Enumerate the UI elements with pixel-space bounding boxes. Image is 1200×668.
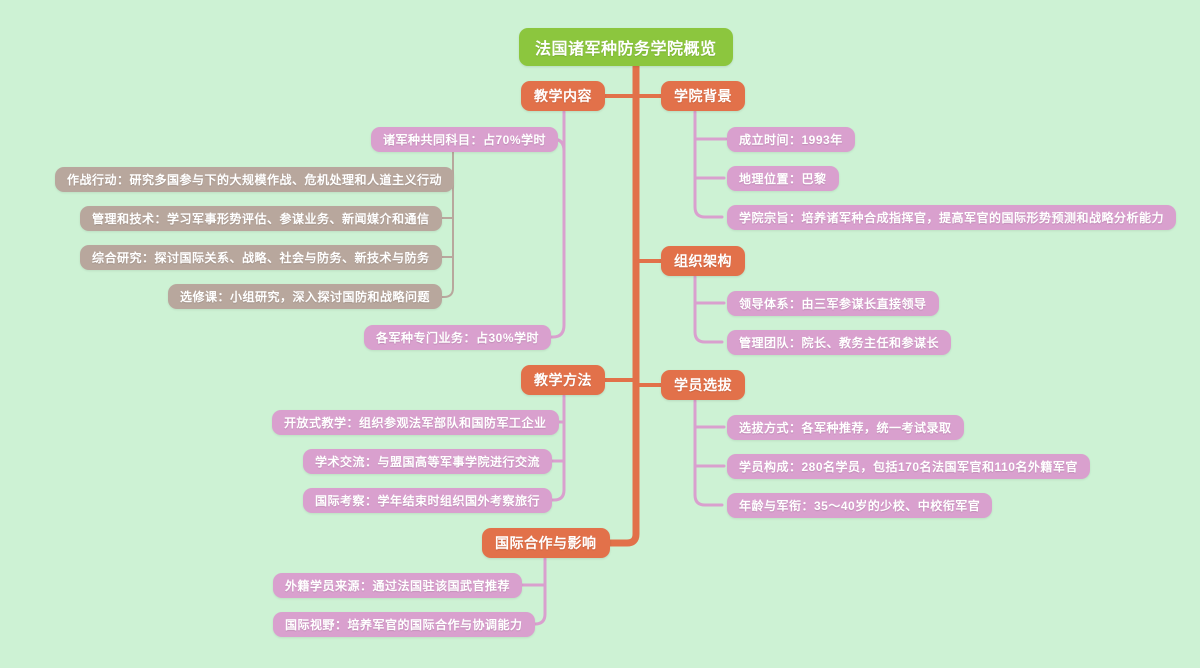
topic-node-academy-purpose[interactable]: 学院宗旨：培养诸军种合成指挥官，提高军官的国际形势预测和战略分析能力 [727, 205, 1177, 230]
topic-label: 外籍学员来源：通过法国驻该国武官推荐 [285, 579, 511, 593]
branch-node-teaching-content[interactable]: 教学内容 [521, 81, 605, 111]
branch-label: 国际合作与影响 [495, 535, 597, 551]
root-node[interactable]: 法国诸军种防务学院概览 [519, 28, 733, 66]
link-organization-spine [693, 275, 724, 344]
link-academy-background-spine [693, 110, 724, 219]
topic-label: 管理团队：院长、教务主任和参谋长 [739, 336, 940, 350]
topic-label: 各军种专门业务：占30%学时 [376, 331, 540, 345]
topic-node-age-rank[interactable]: 年龄与军衔：35～40岁的少校、中校衔军官 [727, 493, 993, 518]
branch-node-teaching-methods[interactable]: 教学方法 [521, 365, 605, 395]
topic-label: 成立时间：1993年 [739, 133, 843, 147]
topic-node-foreign-student-source[interactable]: 外籍学员来源：通过法国驻该国武官推荐 [273, 573, 523, 598]
topic-node-founding-time[interactable]: 成立时间：1993年 [727, 127, 855, 152]
topic-node-international-vision[interactable]: 国际视野：培养军官的国际合作与协调能力 [273, 612, 535, 637]
topic-label: 领导体系：由三军参谋长直接领导 [739, 297, 927, 311]
root-node-label: 法国诸军种防务学院概览 [535, 41, 717, 58]
detail-label: 综合研究：探讨国际关系、战略、社会与防务、新技术与防务 [92, 251, 430, 265]
topic-label: 地理位置：巴黎 [739, 172, 827, 186]
detail-node-comprehensive-research[interactable]: 综合研究：探讨国际关系、战略、社会与防务、新技术与防务 [80, 245, 442, 270]
detail-label: 选修课：小组研究，深入探讨国防和战略问题 [180, 290, 431, 304]
topic-node-leadership-system[interactable]: 领导体系：由三军参谋长直接领导 [727, 291, 939, 316]
branch-node-organization-structure[interactable]: 组织架构 [661, 246, 745, 276]
detail-node-combat-operations[interactable]: 作战行动：研究多国参与下的大规模作战、危机处理和人道主义行动 [55, 167, 455, 192]
topic-node-selection-method[interactable]: 选拔方式：各军种推荐，统一考试录取 [727, 415, 964, 440]
topic-label: 选拔方式：各军种推荐，统一考试录取 [739, 421, 952, 435]
topic-node-location[interactable]: 地理位置：巴黎 [727, 166, 839, 191]
detail-node-management-technology[interactable]: 管理和技术：学习军事形势评估、参谋业务、新闻媒介和通信 [80, 206, 442, 231]
topic-node-international-visit[interactable]: 国际考察：学年结束时组织国外考察旅行 [303, 488, 553, 513]
detail-node-elective-courses[interactable]: 选修课：小组研究，深入探讨国防和战略问题 [168, 284, 443, 309]
topic-label: 学院宗旨：培养诸军种合成指挥官，提高军官的国际形势预测和战略分析能力 [739, 211, 1165, 225]
topic-label: 诸军种共同科目：占70%学时 [383, 133, 547, 147]
topic-node-common-subjects[interactable]: 诸军种共同科目：占70%学时 [371, 127, 559, 152]
topic-node-management-team[interactable]: 管理团队：院长、教务主任和参谋长 [727, 330, 952, 355]
detail-label: 管理和技术：学习军事形势评估、参谋业务、新闻媒介和通信 [92, 212, 430, 226]
topic-label: 学员构成：280名学员，包括170名法国军官和110名外籍军官 [739, 460, 1078, 474]
topic-node-open-teaching[interactable]: 开放式教学：组织参观法军部队和国防军工企业 [272, 410, 559, 435]
branch-node-international-cooperation[interactable]: 国际合作与影响 [482, 528, 610, 558]
topic-label: 学术交流：与盟国高等军事学院进行交流 [315, 455, 541, 469]
branch-node-academy-background[interactable]: 学院背景 [661, 81, 745, 111]
topic-label: 开放式教学：组织参观法军部队和国防军工企业 [284, 416, 547, 430]
branch-label: 组织架构 [674, 253, 732, 269]
branch-label: 教学内容 [534, 88, 592, 104]
topic-label: 年龄与军衔：35～40岁的少校、中校衔军官 [739, 499, 981, 513]
branch-label: 学员选拔 [674, 377, 732, 393]
topic-label: 国际视野：培养军官的国际合作与协调能力 [285, 618, 523, 632]
topic-node-service-specific[interactable]: 各军种专门业务：占30%学时 [364, 325, 552, 350]
branch-node-student-selection[interactable]: 学员选拔 [661, 370, 745, 400]
link-student-selection-spine [693, 399, 724, 507]
topic-node-student-composition[interactable]: 学员构成：280名学员，包括170名法国军官和110名外籍军官 [727, 454, 1090, 479]
detail-label: 作战行动：研究多国参与下的大规模作战、危机处理和人道主义行动 [67, 173, 443, 187]
topic-label: 国际考察：学年结束时组织国外考察旅行 [315, 494, 541, 508]
trunk-line [602, 58, 640, 547]
branch-label: 学院背景 [674, 88, 732, 104]
topic-node-academic-exchange[interactable]: 学术交流：与盟国高等军事学院进行交流 [303, 449, 553, 474]
branch-label: 教学方法 [534, 372, 592, 388]
